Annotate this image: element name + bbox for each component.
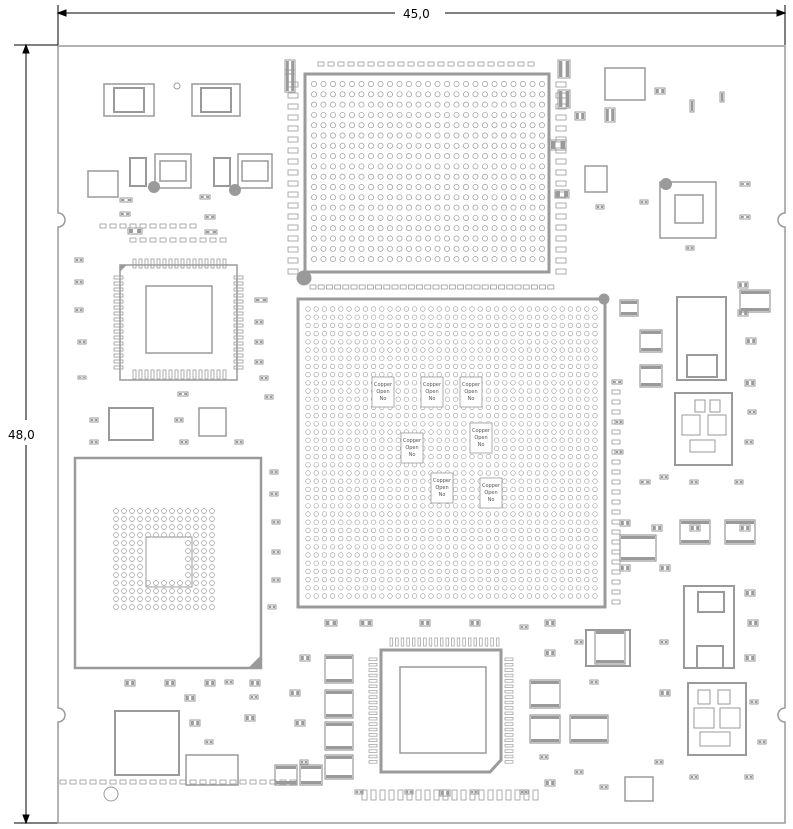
pmic-bottom-right xyxy=(687,682,747,756)
qfn-chip-left xyxy=(113,258,244,381)
copper-open-label: Open xyxy=(425,389,438,395)
copper-open-label: Copper xyxy=(374,382,393,388)
copper-open-label: Copper xyxy=(403,438,422,444)
copper-open-label: No xyxy=(468,396,475,402)
copper-open-label: Copper xyxy=(472,428,491,434)
emmc-bga-chip xyxy=(73,456,263,670)
copper-open-label: Copper xyxy=(482,483,501,489)
width-label: 45,0 xyxy=(403,7,430,21)
copper-open-label: Open xyxy=(435,485,448,491)
memory-bga-chip xyxy=(296,72,551,286)
passive-components xyxy=(59,59,771,801)
copper-open-label: No xyxy=(380,396,387,402)
copper-open-label: Copper xyxy=(462,382,481,388)
copper-open-label: Copper xyxy=(433,478,452,484)
copper-open-markers: CopperOpenNoCopperOpenNoCopperOpenNoCopp… xyxy=(371,376,503,509)
vias xyxy=(103,82,672,802)
copper-open-label: No xyxy=(409,452,416,458)
copper-open-label: Open xyxy=(376,389,389,395)
copper-open-label: No xyxy=(429,396,436,402)
inductors xyxy=(676,296,735,669)
copper-open-label: No xyxy=(488,497,495,503)
pmic-top-right xyxy=(674,392,733,466)
small-ics-top-left xyxy=(87,67,717,802)
width-dimension xyxy=(56,5,787,45)
copper-open-label: Open xyxy=(464,389,477,395)
copper-open-label: No xyxy=(478,442,485,448)
crystal-module xyxy=(114,710,180,776)
qfp-chip-center xyxy=(368,637,514,774)
copper-open-label: Open xyxy=(484,490,497,496)
height-dimension xyxy=(14,43,58,825)
copper-open-label: Open xyxy=(405,445,418,451)
copper-open-label: No xyxy=(439,492,446,498)
copper-open-label: Open xyxy=(474,435,487,441)
height-label: 48,0 xyxy=(8,428,35,442)
copper-open-label: Copper xyxy=(423,382,442,388)
main-bga-chip xyxy=(296,293,610,609)
